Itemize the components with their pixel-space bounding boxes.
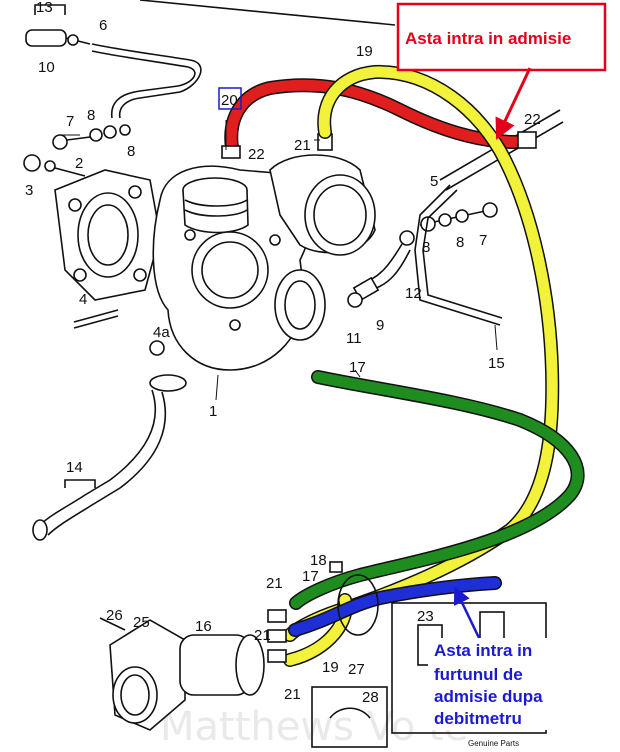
frame-line xyxy=(139,0,396,26)
label-17-mid: 17 xyxy=(349,359,366,376)
label-16: 16 xyxy=(195,618,212,635)
label-2: 2 xyxy=(75,155,83,172)
pipe-14 xyxy=(32,340,187,541)
label-14: 14 xyxy=(66,459,83,476)
label-21-top: 21 xyxy=(294,137,311,154)
compressor-outlet xyxy=(269,133,376,256)
label-9: 9 xyxy=(376,317,384,334)
label-18: 18 xyxy=(310,552,327,569)
bypass-valve-16 xyxy=(99,609,287,731)
blue-callout-line-4: debitmetru xyxy=(434,709,522,728)
label-13: 13 xyxy=(36,0,53,16)
blue-callout: Asta intra in furtunul de admisie dupa d… xyxy=(428,586,578,730)
fitting-10 xyxy=(25,4,91,47)
clamp-22-right xyxy=(517,131,537,149)
label-22-left: 22 xyxy=(248,146,265,163)
label-17-low: 17 xyxy=(302,568,319,585)
label-20-box xyxy=(218,87,242,110)
watermark-text: Matthews Vo te xyxy=(160,704,468,750)
label-15: 15 xyxy=(488,355,505,372)
hose-clamp-18 xyxy=(329,561,379,636)
leader-lines xyxy=(60,120,498,401)
blue-callout-line-1: Asta intra in xyxy=(434,641,532,660)
right-fittings xyxy=(347,109,564,326)
manifold-flange xyxy=(54,169,161,301)
label-8-right: 8 xyxy=(422,239,430,256)
label-8-right2: 8 xyxy=(456,234,464,251)
kit-box-28 xyxy=(311,686,388,748)
hose-6 xyxy=(91,43,202,119)
clamp-22-left xyxy=(221,145,241,159)
label-4: 4 xyxy=(79,291,87,308)
label-21-a: 21 xyxy=(266,575,283,592)
label-28: 28 xyxy=(362,689,379,706)
label-6: 6 xyxy=(99,17,107,34)
label-22-right: 22 xyxy=(524,111,541,128)
label-7-left: 7 xyxy=(66,113,74,130)
label-21-c: 21 xyxy=(284,686,301,703)
label-19-low: 19 xyxy=(322,659,339,676)
label-20: 20 xyxy=(221,92,238,109)
turbo-housing xyxy=(152,165,326,371)
intake-callout-text: Asta intra in admisie xyxy=(405,29,571,48)
label-27: 27 xyxy=(348,661,365,678)
label-26: 26 xyxy=(106,607,123,624)
blue-callout-line-3: admisie dupa xyxy=(434,687,543,706)
stud-4 xyxy=(73,309,119,329)
label-12: 12 xyxy=(405,285,422,302)
label-19-top: 19 xyxy=(356,43,373,60)
label-23: 23 xyxy=(417,608,434,625)
genuine-parts-note: Genuine Parts xyxy=(468,739,519,748)
bolt-7-left xyxy=(52,124,131,150)
label-11: 11 xyxy=(346,330,362,347)
intake-callout: Asta intra in admisie xyxy=(396,2,607,140)
bolt-2-3 xyxy=(23,154,86,177)
label-5: 5 xyxy=(430,173,438,190)
label-7-right: 7 xyxy=(479,232,487,249)
label-4a: 4a xyxy=(153,324,170,341)
label-8-left: 8 xyxy=(87,107,95,124)
label-25: 25 xyxy=(133,614,150,631)
label-21-b: 21 xyxy=(254,627,271,644)
label-3: 3 xyxy=(25,182,33,199)
label-1: 1 xyxy=(209,403,217,420)
label-8-left2: 8 xyxy=(127,143,135,160)
blue-callout-line-2: furtunul de xyxy=(434,665,523,684)
label-10: 10 xyxy=(38,59,55,76)
